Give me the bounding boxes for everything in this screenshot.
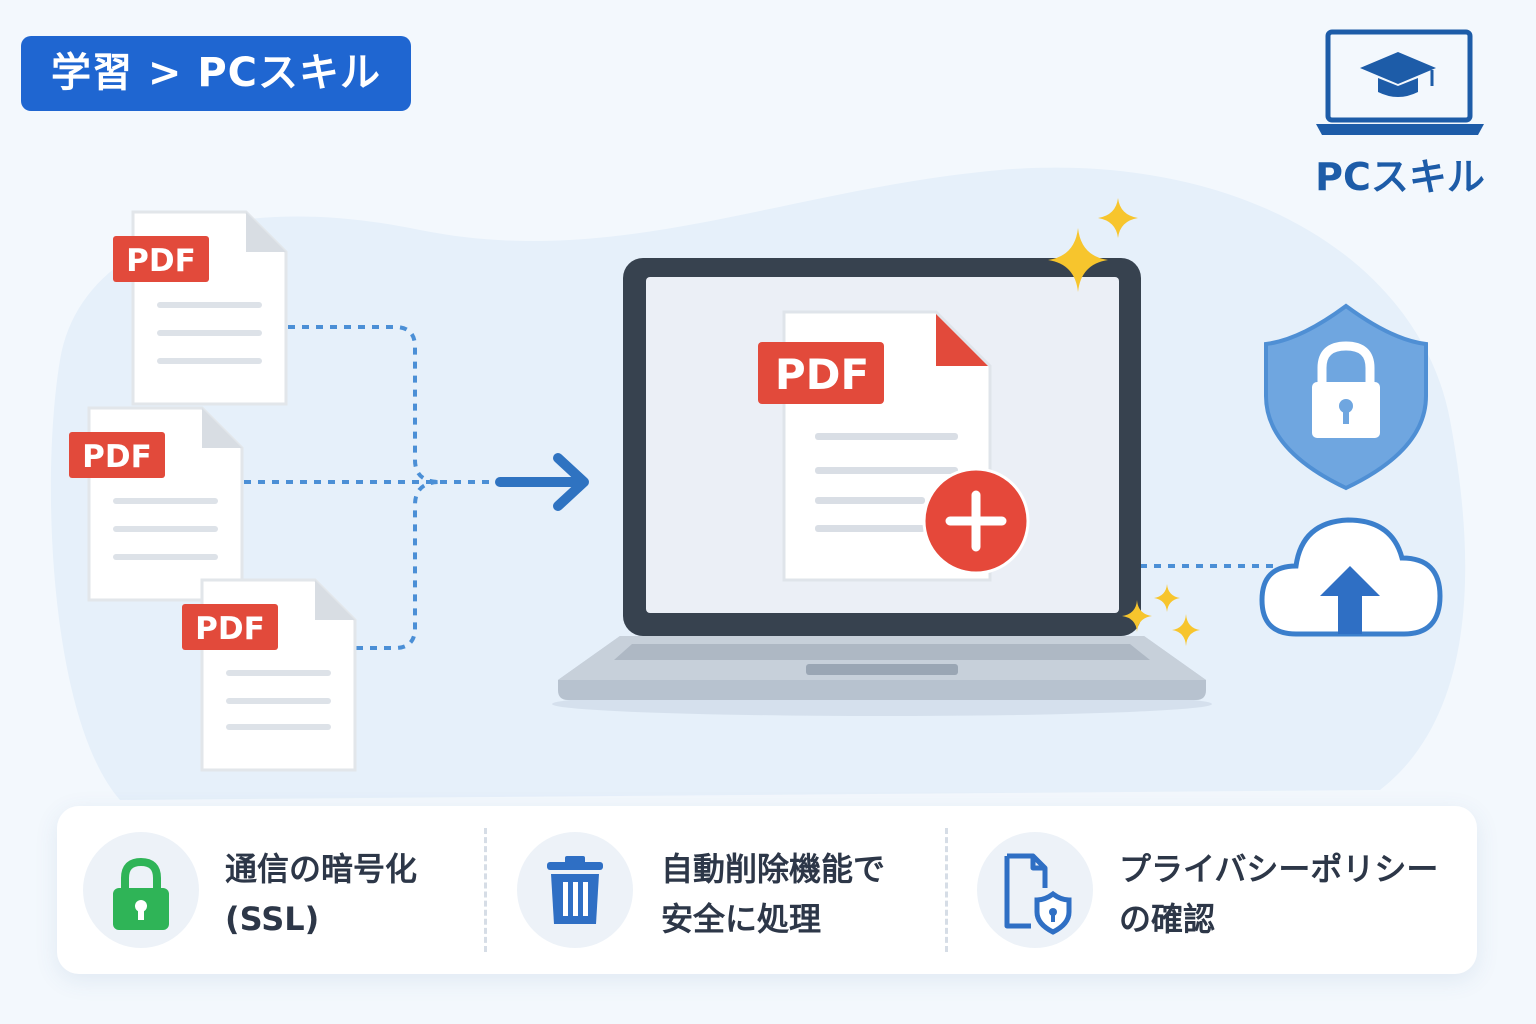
feature-auto-delete: 自動削除機能で 安全に処理 xyxy=(517,806,957,974)
pdf-document-1: PDF xyxy=(113,210,288,406)
plus-circle-icon xyxy=(922,467,1030,575)
pdf-document-3: PDF xyxy=(182,578,357,772)
feature-line2: の確認 xyxy=(1119,900,1216,938)
feature-icon-circle xyxy=(83,832,199,948)
feature-line1: 自動削除機能で xyxy=(661,850,886,888)
trash-icon xyxy=(547,856,603,924)
sparkle-icon xyxy=(1048,198,1200,646)
arrow-right-icon xyxy=(495,453,589,511)
feature-encryption: 通信の暗号化 (SSL) xyxy=(83,806,503,974)
feature-text: 自動削除機能で 安全に処理 xyxy=(661,844,885,944)
features-panel: 通信の暗号化 (SSL) 自動削除機能で 安全に処理 xyxy=(57,806,1477,974)
breadcrumb[interactable]: 学習 > PCスキル xyxy=(21,36,411,111)
feature-icon-circle xyxy=(977,832,1093,948)
divider xyxy=(945,828,948,952)
lock-icon xyxy=(113,857,169,930)
feature-line2: (SSL) xyxy=(225,900,320,938)
document-shield-icon xyxy=(1004,853,1072,935)
pdf-badge-label: PDF xyxy=(126,243,196,279)
divider xyxy=(484,828,487,952)
pdf-badge-label: PDF xyxy=(195,611,265,647)
brand-label: PCスキル xyxy=(1315,155,1485,199)
feature-icon-circle xyxy=(517,832,633,948)
cloud-upload-icon xyxy=(1259,517,1443,637)
feature-line2: 安全に処理 xyxy=(661,900,822,938)
feature-line1: 通信の暗号化 xyxy=(225,850,418,888)
feature-line1: プライバシーポリシー xyxy=(1119,850,1439,888)
pdf-badge-label: PDF xyxy=(82,439,152,475)
pdf-document-2: PDF xyxy=(69,406,244,602)
feature-text: 通信の暗号化 (SSL) xyxy=(225,844,417,944)
connector-lines xyxy=(244,325,1275,650)
laptop-graduation-cap-icon xyxy=(1316,29,1484,135)
pdf-badge-label: PDF xyxy=(775,350,869,399)
shield-lock-icon xyxy=(1264,303,1428,491)
feature-text: プライバシーポリシー の確認 xyxy=(1119,844,1438,944)
feature-privacy-policy: プライバシーポリシー の確認 xyxy=(977,806,1457,974)
